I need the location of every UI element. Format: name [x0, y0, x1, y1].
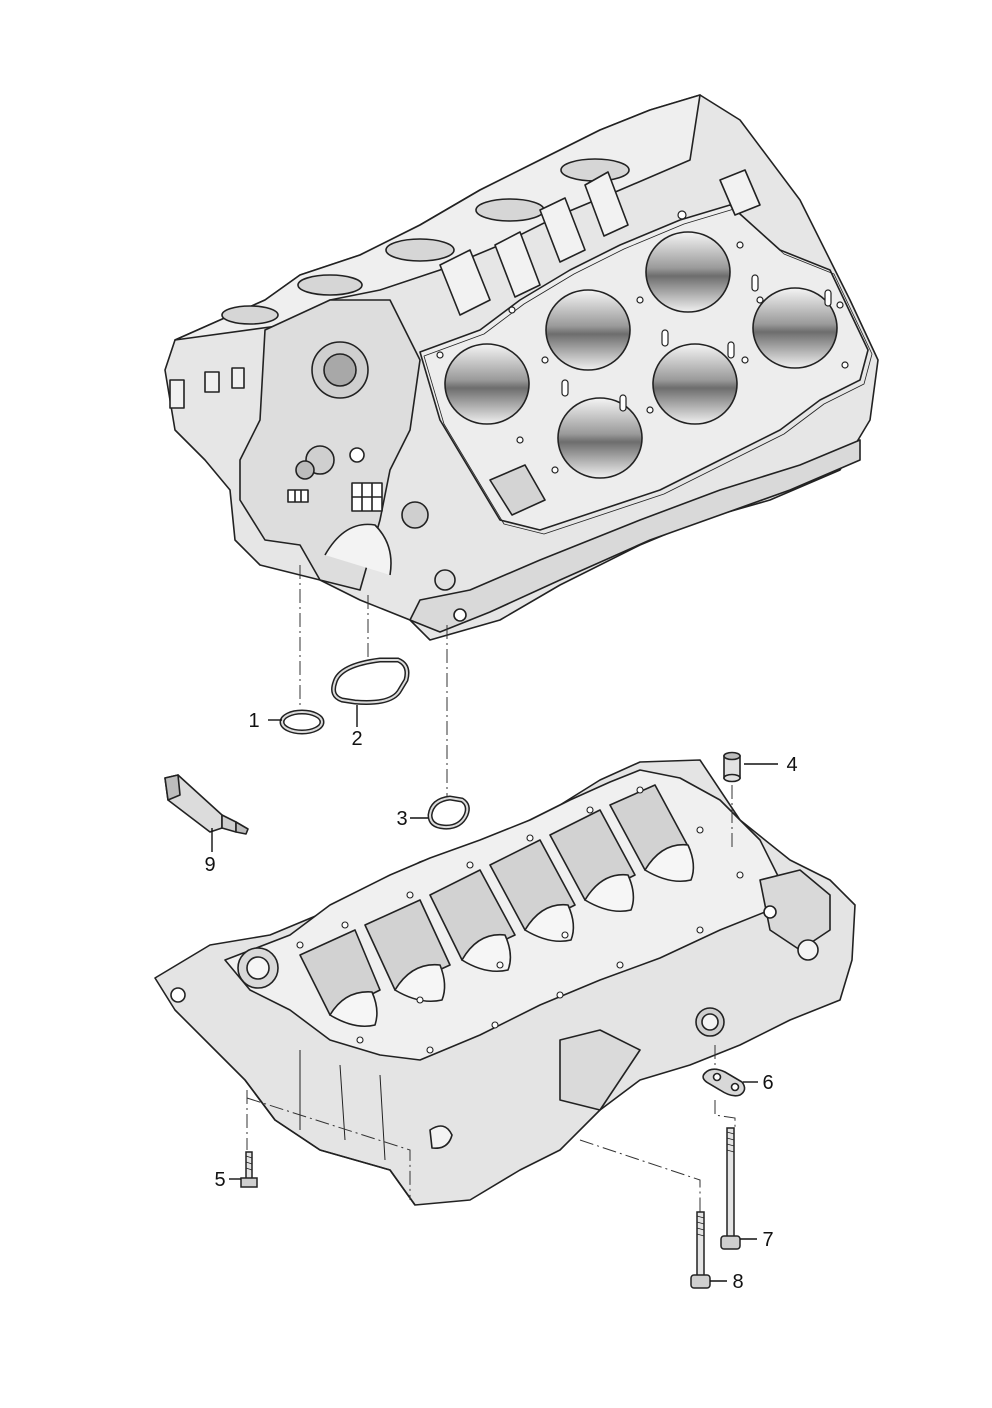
part-sealant-tube-9	[164, 774, 249, 835]
engine-block-upper	[164, 94, 879, 641]
part-long-bolt-8	[690, 1211, 711, 1289]
callout-labels: 1 2 3 4 5 6 7 8 9	[204, 710, 797, 1293]
callout-7: 7	[762, 1229, 773, 1251]
assembly-lines	[246, 565, 736, 1212]
callout-8: 8	[732, 1271, 743, 1293]
callout-6: 6	[762, 1072, 773, 1094]
cylinder-bores	[444, 231, 838, 479]
callout-9: 9	[204, 854, 215, 876]
part-bracket-6	[702, 1068, 746, 1097]
crankcase-lower	[154, 759, 856, 1206]
part-gasket-2	[331, 657, 410, 705]
part-o-ring-1	[279, 709, 325, 735]
callout-1: 1	[248, 710, 259, 732]
block-front-face	[239, 299, 421, 591]
callout-leaders	[211, 705, 778, 1282]
part-dowel-sleeve-4	[723, 751, 741, 783]
part-gasket-3	[427, 795, 470, 830]
part-long-bolt-7	[720, 1127, 741, 1250]
main-bearing-saddles	[329, 843, 695, 1028]
part-bolt-5	[240, 1151, 258, 1188]
callout-3: 3	[396, 808, 407, 830]
callout-4: 4	[786, 754, 797, 776]
callout-5: 5	[214, 1169, 225, 1191]
callout-2: 2	[351, 728, 362, 750]
